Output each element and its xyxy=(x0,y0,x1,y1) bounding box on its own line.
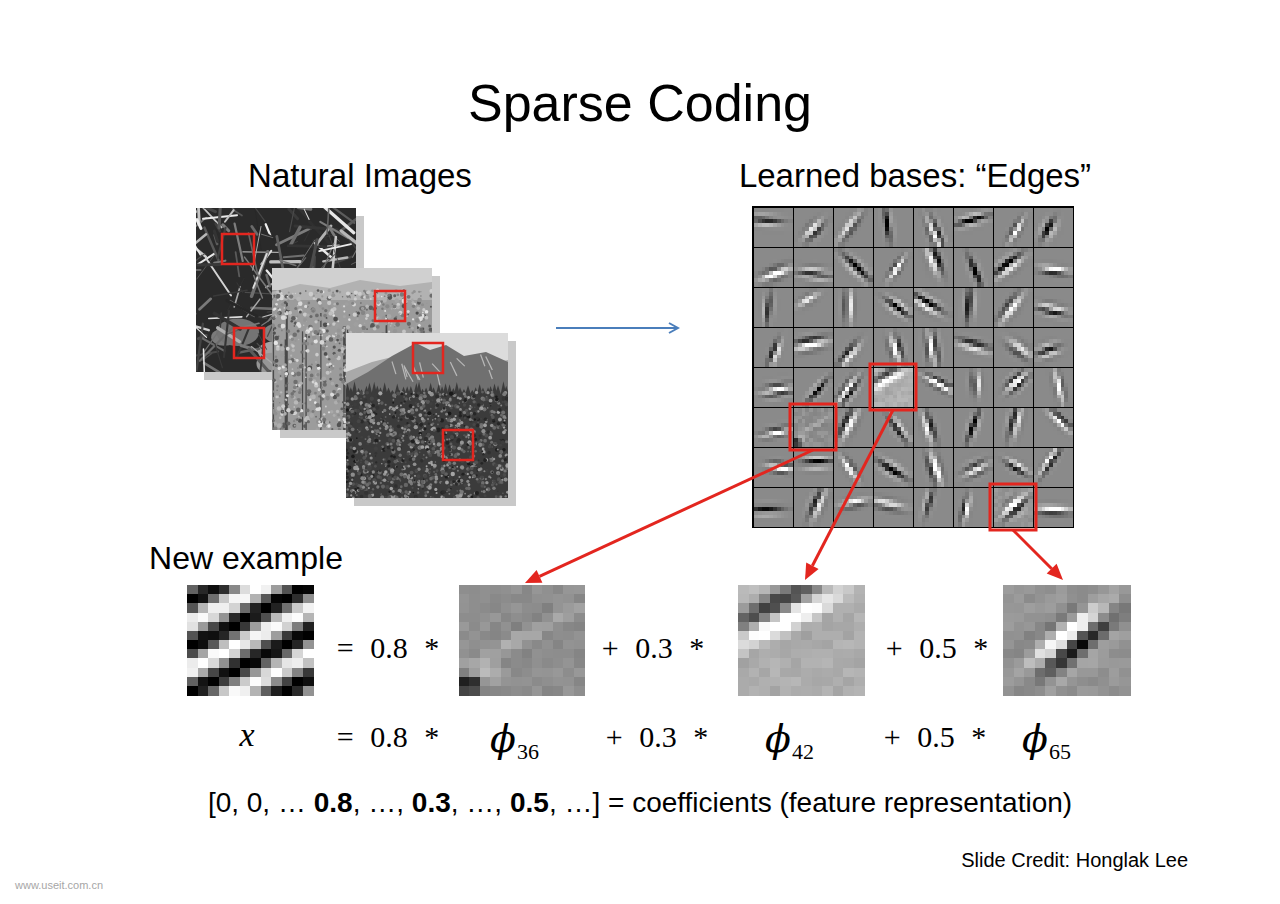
slide: Sparse CodingNatural ImagesLearned bases… xyxy=(0,0,1280,904)
